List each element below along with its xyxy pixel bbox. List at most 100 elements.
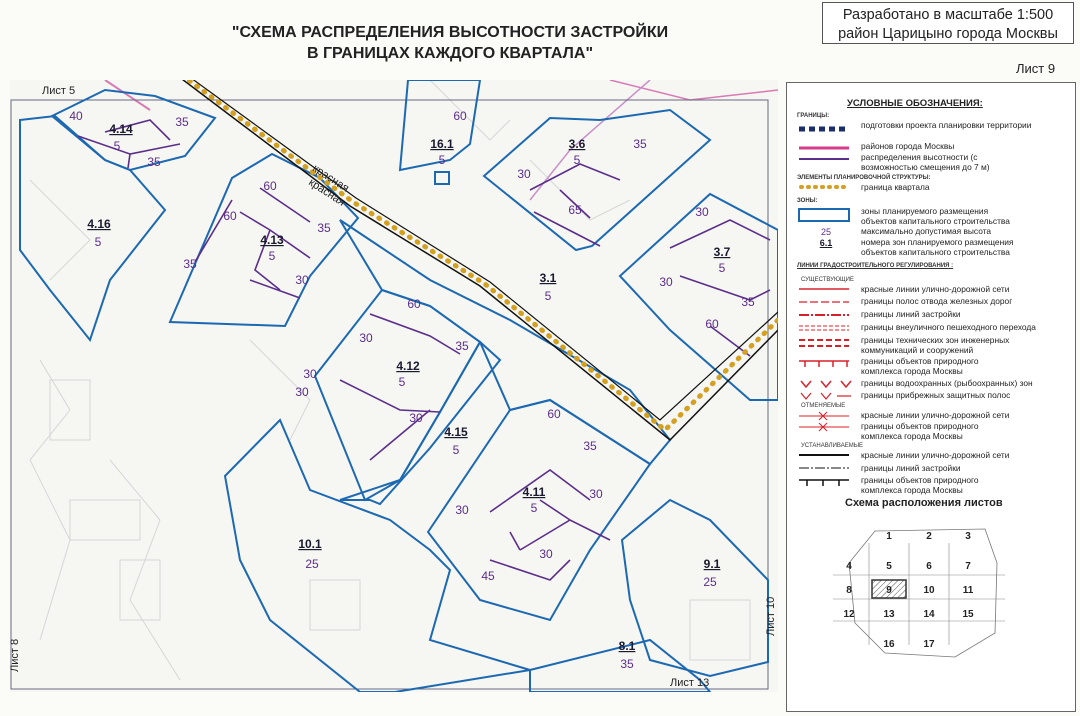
scale-box: Разработано в масштабе 1:500 район Цариц… bbox=[822, 2, 1074, 44]
sheet-label-right: Лист 10 bbox=[765, 597, 777, 636]
zone-height-3-7: 5 bbox=[719, 261, 726, 275]
sheet-cell-17: 17 bbox=[923, 639, 935, 650]
height-30: 30 bbox=[409, 411, 423, 425]
map-area: красная красная Лист 5 Лист 13 Лист 8 Ли… bbox=[10, 80, 778, 692]
building-line-symbol bbox=[799, 314, 849, 316]
cancelled-nature-symbol bbox=[799, 422, 849, 432]
height-60: 60 bbox=[407, 297, 421, 311]
legend-panel: УСЛОВНЫЕ ОБОЗНАЧЕНИЯ: ГРАНИЦЫ: подготовк… bbox=[786, 82, 1076, 712]
underpass-symbol bbox=[799, 325, 849, 331]
technical-zones-symbol bbox=[799, 339, 849, 347]
height-35: 35 bbox=[455, 339, 469, 353]
red-line-2 bbox=[192, 80, 778, 421]
zone-height-4-11: 5 bbox=[531, 501, 538, 515]
sheet-cell-5: 5 bbox=[886, 561, 892, 572]
red-line-symbol bbox=[799, 288, 849, 290]
zone-3-1-outline bbox=[339, 219, 672, 466]
height-30: 30 bbox=[517, 167, 531, 181]
height-35: 35 bbox=[183, 257, 197, 271]
legend-existing-head: СУЩЕСТВУЮЩИЕ bbox=[801, 277, 854, 283]
sheet-cell-2: 2 bbox=[926, 531, 932, 542]
legend-lines-head: ЛИНИИ ГРАДОСТРОИТЕЛЬНОГО РЕГУЛИРОВАНИЯ : bbox=[797, 263, 954, 269]
height-35: 35 bbox=[175, 115, 189, 129]
quarter-symbol bbox=[799, 185, 851, 189]
height-30: 30 bbox=[303, 367, 317, 381]
sheet-cell-10: 10 bbox=[923, 585, 935, 596]
zone-number-labels: 4.14 16.1 3.6 4.16 4.13 3.1 3.7 4.12 4.1… bbox=[87, 122, 730, 653]
legend-zones-head: ЗОНЫ: bbox=[797, 198, 818, 204]
sheet-number: Лист 9 bbox=[1016, 61, 1056, 76]
height-35: 35 bbox=[633, 137, 647, 151]
zone-id-8-1: 8.1 bbox=[619, 639, 636, 653]
established-nature-symbol bbox=[799, 479, 849, 486]
nature-complex-symbol bbox=[799, 360, 849, 367]
zone-height-4-13: 5 bbox=[269, 249, 276, 263]
zone-id-3-7: 3.7 bbox=[714, 245, 731, 259]
quarter-boundary bbox=[184, 80, 778, 434]
zone-3-6 bbox=[482, 108, 712, 252]
zone-height-3-1: 5 bbox=[545, 289, 552, 303]
height-35: 35 bbox=[147, 155, 161, 169]
sheet-cell-8: 8 bbox=[846, 585, 852, 596]
title-line-1: "СХЕМА РАСПРЕДЕЛЕНИЯ ВЫСОТНОСТИ ЗАСТРОЙК… bbox=[231, 24, 669, 41]
height-30: 30 bbox=[695, 205, 709, 219]
zone-id-3-1: 3.1 bbox=[540, 271, 557, 285]
zone-id-16-1: 16.1 bbox=[430, 137, 454, 151]
map-title: "СХЕМА РАСПРЕДЕЛЕНИЯ ВЫСОТНОСТИ ЗАСТРОЙК… bbox=[200, 22, 700, 64]
zone-3-7 bbox=[618, 192, 778, 401]
sheet-cell-14: 14 bbox=[923, 609, 935, 620]
height-35: 35 bbox=[741, 295, 755, 309]
zone-16-1 bbox=[398, 80, 482, 172]
red-line-1 bbox=[181, 80, 778, 442]
height-35: 35 bbox=[317, 221, 331, 235]
zone-16-1-small bbox=[434, 171, 450, 185]
zone-id-10-1: 10.1 bbox=[298, 537, 322, 551]
current-sheet-cell bbox=[871, 579, 907, 599]
established-building-symbol bbox=[799, 467, 849, 469]
zone-height-8-1: 35 bbox=[620, 657, 634, 671]
legend-established-head: УСТАНАВЛИВАЕМЫЕ bbox=[801, 443, 864, 449]
sheet-layout-grid: 1 2 3 4 5 6 7 8 9 10 11 12 13 14 15 16 1… bbox=[833, 528, 1005, 658]
zone-4-16 bbox=[19, 114, 167, 343]
district-boundary-line bbox=[104, 80, 151, 111]
height-60: 60 bbox=[263, 179, 277, 193]
height-30: 30 bbox=[295, 273, 309, 287]
zone-4-15 bbox=[339, 340, 502, 506]
height-30: 30 bbox=[659, 275, 673, 289]
zone-height-4-15: 5 bbox=[453, 443, 460, 457]
legend-title: УСЛОВНЫЕ ОБОЗНАЧЕНИЯ: bbox=[847, 98, 983, 109]
scale-line-2: район Царицыно города Москвы bbox=[838, 26, 1058, 42]
zone-height-10-1: 25 bbox=[305, 557, 319, 571]
sheet-scheme-title: Схема расположения листов bbox=[845, 497, 1003, 509]
sheet-cell-16: 16 bbox=[883, 639, 895, 650]
zone-height-4-14: 5 bbox=[114, 139, 121, 153]
zone-height-4-12: 5 bbox=[399, 375, 406, 389]
sheet-label-bottom: Лист 13 bbox=[670, 677, 709, 689]
sheet-label-top: Лист 5 bbox=[42, 85, 75, 97]
title-line-2: В ГРАНИЦАХ КАЖДОГО КВАРТАЛА" bbox=[306, 45, 594, 62]
zone-height-16-1: 5 bbox=[439, 153, 446, 167]
legend-cancelled-head: ОТМЕНЯЕМЫЕ bbox=[801, 403, 846, 409]
zone-id-4-15: 4.15 bbox=[444, 425, 468, 439]
sheet-cell-9: 9 bbox=[886, 585, 892, 596]
height-60: 60 bbox=[453, 109, 467, 123]
sheet-cell-12: 12 bbox=[843, 609, 855, 620]
shore-protection-symbol bbox=[800, 392, 851, 400]
cancelled-red-symbol bbox=[799, 411, 849, 421]
zone-id-3-6: 3.6 bbox=[569, 137, 586, 151]
sheet-cell-11: 11 bbox=[963, 585, 974, 596]
height-30: 30 bbox=[589, 487, 603, 501]
scale-line-1: Разработано в масштабе 1:500 bbox=[842, 7, 1054, 23]
height-35: 35 bbox=[583, 439, 597, 453]
background-buildings bbox=[29, 80, 751, 681]
height-30: 30 bbox=[455, 503, 469, 517]
height-30: 30 bbox=[359, 331, 373, 345]
district-symbol bbox=[799, 146, 849, 150]
zone-8-1 bbox=[529, 638, 712, 692]
zone-9-1 bbox=[620, 498, 769, 678]
zone-id-4-14: 4.14 bbox=[109, 122, 133, 136]
height-60: 60 bbox=[705, 317, 719, 331]
sheet-cell-15: 15 bbox=[962, 609, 974, 620]
height-45: 45 bbox=[481, 569, 495, 583]
sheet-cell-1: 1 bbox=[886, 531, 892, 542]
